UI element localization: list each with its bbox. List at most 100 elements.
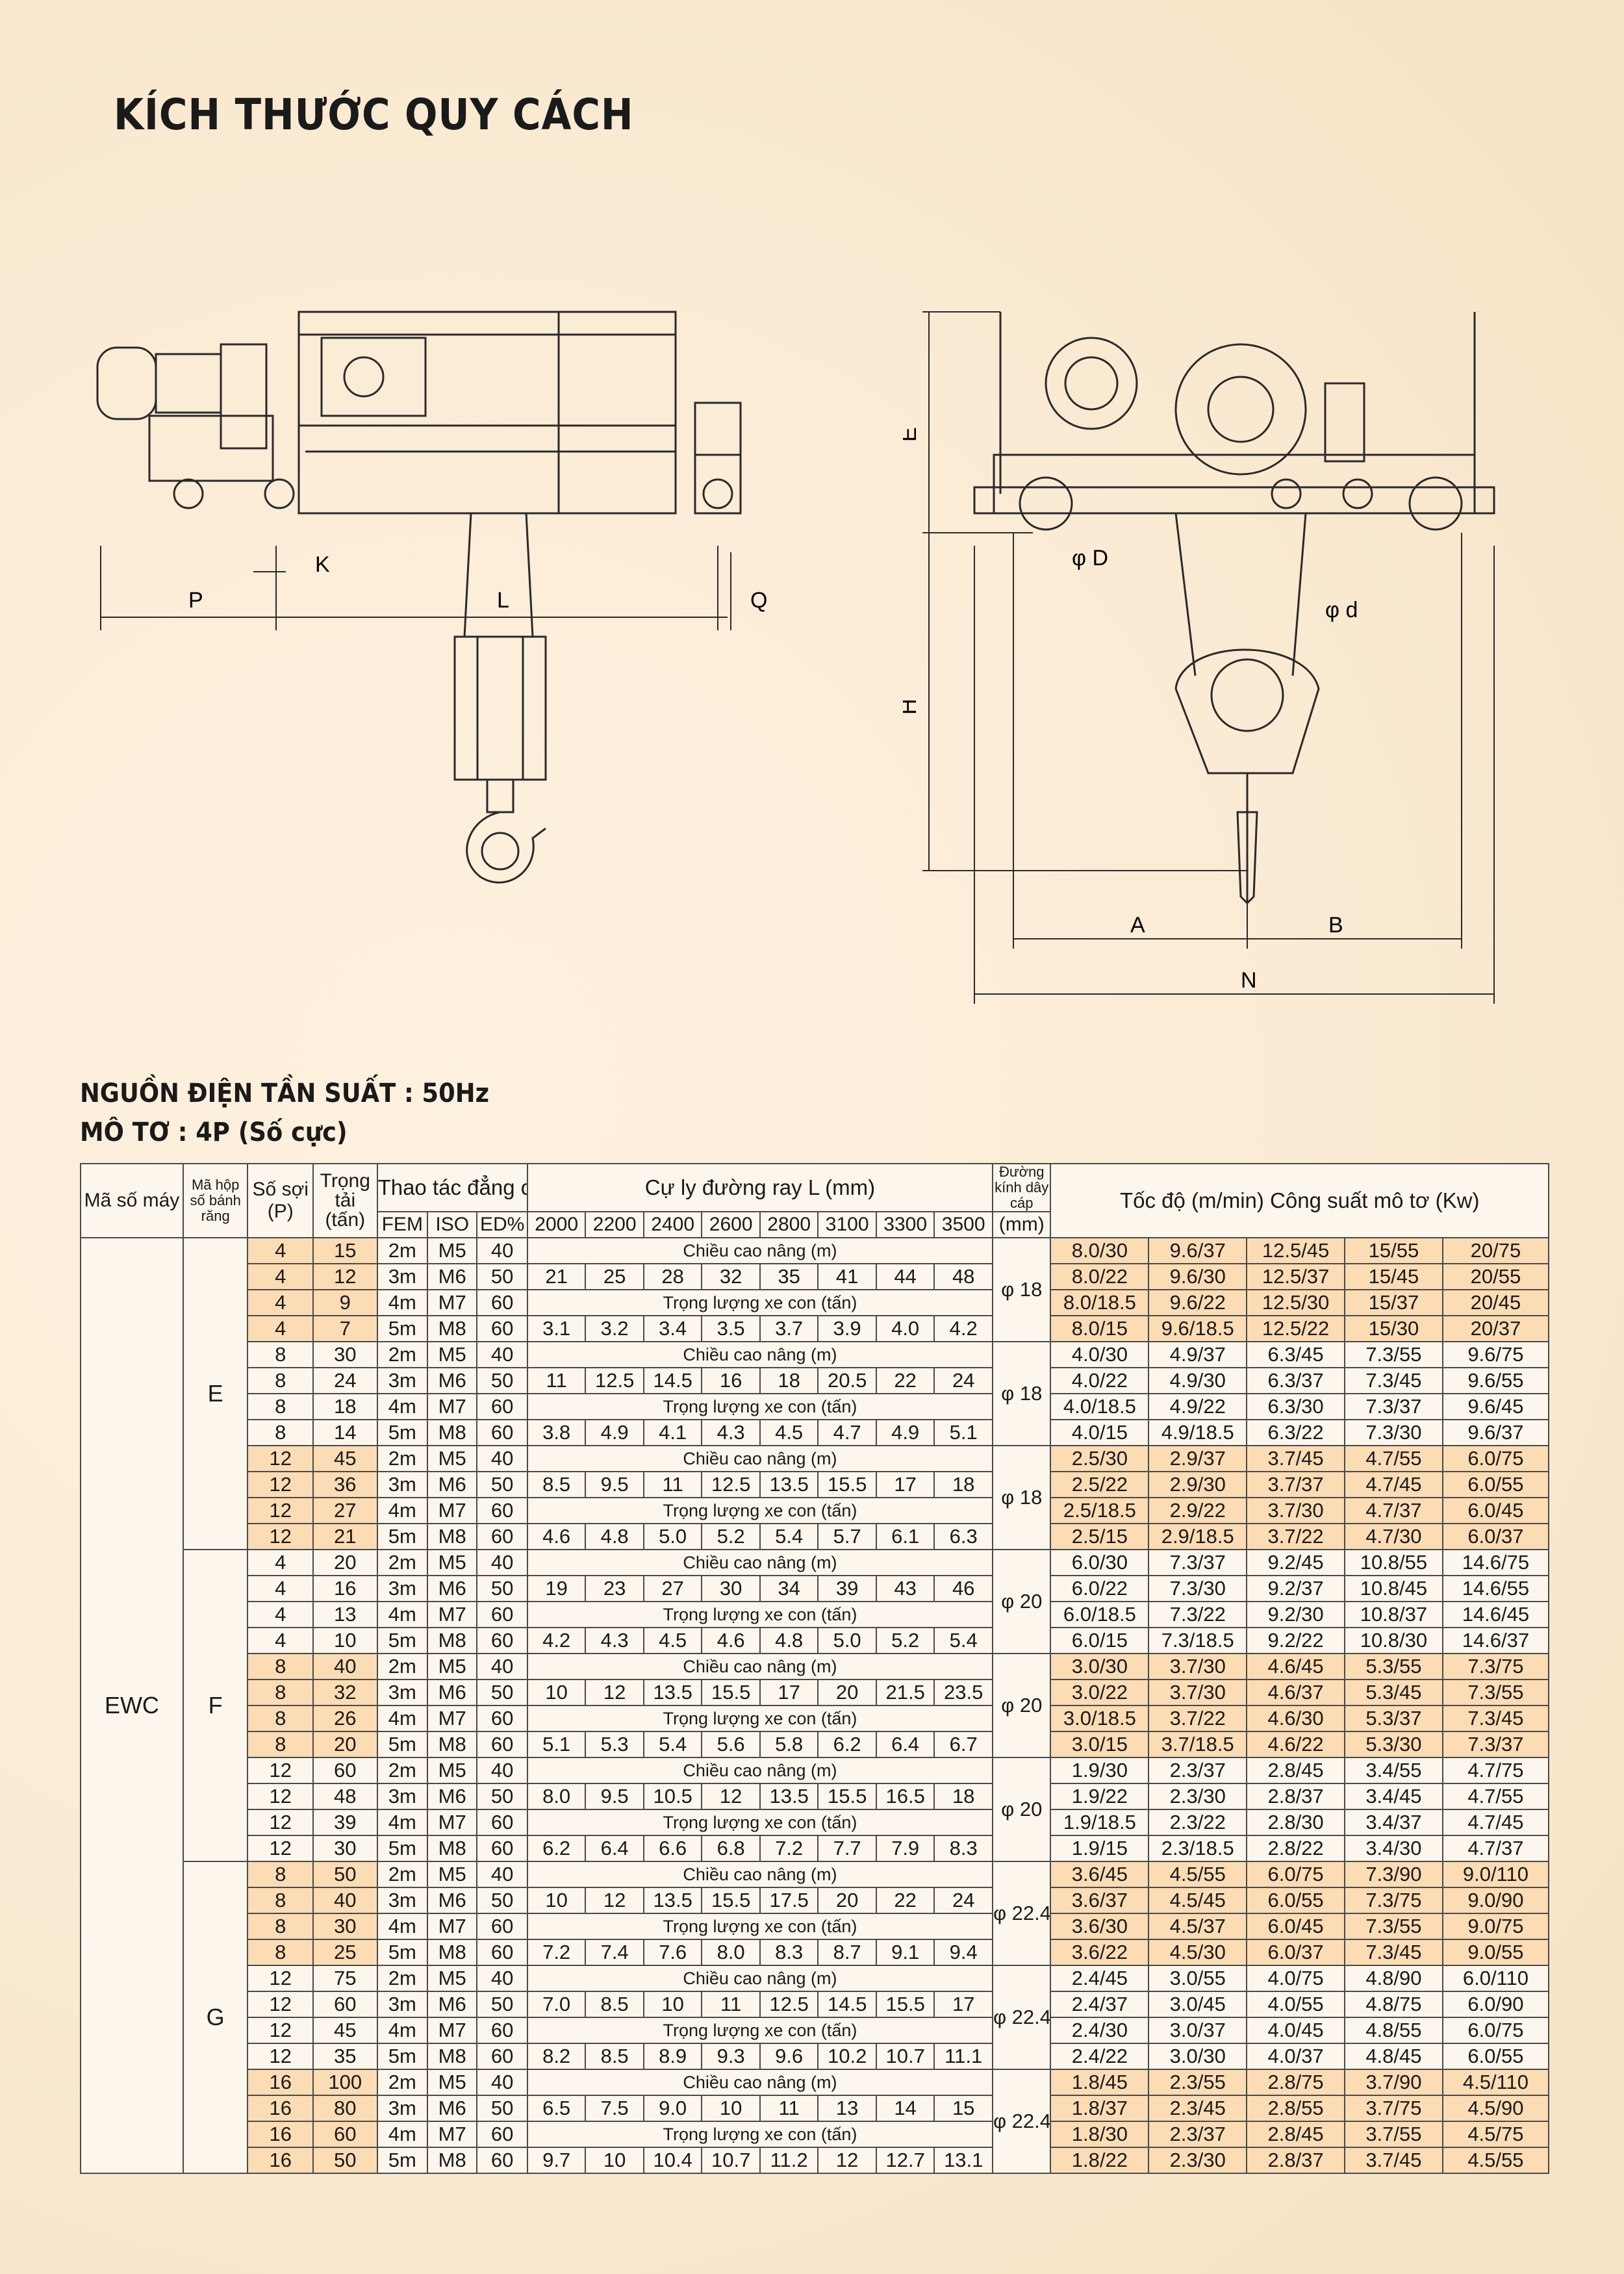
rope-count: 4 bbox=[247, 1315, 314, 1342]
load-capacity: 45 bbox=[312, 2017, 378, 2044]
fem-grade: 5m bbox=[376, 1835, 429, 1862]
lift-height-value: 24 bbox=[933, 1367, 993, 1394]
lift-height-value: 9.5 bbox=[585, 1471, 644, 1498]
trolley-weight-value: 4.5 bbox=[642, 1627, 703, 1654]
trolley-weight-value: 7.6 bbox=[642, 1939, 703, 1966]
trolley-weight-value: 6.3 bbox=[933, 1523, 993, 1550]
speed-power-value: 10.8/55 bbox=[1344, 1549, 1443, 1576]
speed-power-value: 4.9/22 bbox=[1148, 1393, 1248, 1420]
iso-grade: M8 bbox=[426, 1627, 478, 1654]
speed-power-value: 1.9/18.5 bbox=[1050, 1809, 1150, 1836]
speed-power-value: 3.6/45 bbox=[1050, 1861, 1150, 1888]
lift-height-value: 25 bbox=[585, 1263, 644, 1290]
fem-grade: 3m bbox=[376, 2095, 429, 2122]
header-iso: ISO bbox=[426, 1211, 478, 1238]
load-capacity: 25 bbox=[312, 1939, 378, 1966]
speed-power-value: 7.3/55 bbox=[1344, 1913, 1443, 1940]
speed-power-value: 4.0/18.5 bbox=[1050, 1393, 1150, 1420]
lift-height-value: 46 bbox=[933, 1575, 993, 1602]
load-capacity: 9 bbox=[312, 1289, 378, 1316]
ed-percent: 60 bbox=[476, 1601, 528, 1628]
lift-height-value: 12.5 bbox=[701, 1471, 761, 1498]
lift-height-value: 18 bbox=[933, 1471, 993, 1498]
speed-power-value: 4.7/37 bbox=[1344, 1497, 1443, 1524]
speed-power-value: 20/75 bbox=[1441, 1237, 1550, 1264]
speed-power-value: 12.5/45 bbox=[1246, 1237, 1345, 1264]
speed-power-value: 6.0/15 bbox=[1050, 1627, 1150, 1654]
rope-count: 12 bbox=[247, 2017, 314, 2044]
trolley-weight-value: 6.8 bbox=[701, 1835, 761, 1862]
speed-power-value: 7.3/22 bbox=[1148, 1601, 1248, 1628]
speed-power-value: 2.5/15 bbox=[1050, 1523, 1150, 1550]
speed-power-value: 4.7/30 bbox=[1344, 1523, 1443, 1550]
trolley-weight-note: Trọng lượng xe con (tấn) bbox=[526, 1289, 993, 1316]
iso-grade: M6 bbox=[426, 2095, 478, 2122]
ed-percent: 40 bbox=[476, 1549, 528, 1576]
speed-power-value: 7.3/18.5 bbox=[1148, 1627, 1248, 1654]
load-capacity: 15 bbox=[312, 1237, 378, 1264]
iso-grade: M8 bbox=[426, 2043, 478, 2070]
lift-height-value: 11 bbox=[759, 2095, 819, 2122]
speed-power-value: 2.3/18.5 bbox=[1148, 1835, 1248, 1862]
lift-height-value: 35 bbox=[759, 1263, 819, 1290]
speed-power-value: 4.7/55 bbox=[1441, 1783, 1550, 1810]
trolley-weight-value: 3.5 bbox=[701, 1315, 761, 1342]
fem-grade: 3m bbox=[376, 1887, 429, 1914]
trolley-weight-value: 5.8 bbox=[759, 1731, 819, 1758]
speed-power-value: 3.7/22 bbox=[1246, 1523, 1345, 1550]
speed-power-value: 3.6/22 bbox=[1050, 1939, 1150, 1966]
load-capacity: 40 bbox=[312, 1887, 378, 1914]
rope-count: 8 bbox=[247, 1393, 314, 1420]
load-capacity: 32 bbox=[312, 1679, 378, 1706]
speed-power-value: 1.8/22 bbox=[1050, 2147, 1150, 2174]
load-capacity: 13 bbox=[312, 1601, 378, 1628]
ed-percent: 50 bbox=[476, 1991, 528, 2018]
rope-count: 12 bbox=[247, 1809, 314, 1836]
speed-power-value: 3.0/22 bbox=[1050, 1679, 1150, 1706]
speed-power-value: 8.0/18.5 bbox=[1050, 1289, 1150, 1316]
lift-height-note: Chiều cao nâng (m) bbox=[526, 1445, 993, 1472]
rope-count: 4 bbox=[247, 1575, 314, 1602]
load-capacity: 40 bbox=[312, 1653, 378, 1680]
lift-height-value: 9.5 bbox=[585, 1783, 644, 1810]
ed-percent: 50 bbox=[476, 1887, 528, 1914]
load-capacity: 30 bbox=[312, 1341, 378, 1368]
speed-power-value: 4.7/75 bbox=[1441, 1757, 1550, 1784]
lift-height-note: Chiều cao nâng (m) bbox=[526, 1861, 993, 1888]
speed-power-value: 4.9/18.5 bbox=[1148, 1419, 1248, 1446]
dim-label-b: B bbox=[1328, 913, 1343, 938]
speed-power-value: 4.6/22 bbox=[1246, 1731, 1345, 1758]
lift-height-value: 8.0 bbox=[526, 1783, 587, 1810]
iso-grade: M7 bbox=[426, 1913, 478, 1940]
speed-power-value: 9.0/55 bbox=[1441, 1939, 1550, 1966]
trolley-weight-value: 11.1 bbox=[933, 2043, 993, 2070]
speed-power-value: 3.0/18.5 bbox=[1050, 1705, 1150, 1732]
speed-power-value: 2.8/45 bbox=[1246, 1757, 1345, 1784]
trolley-weight-value: 12.7 bbox=[875, 2147, 935, 2174]
rope-diameter: φ 22.4 bbox=[991, 1965, 1052, 2070]
trolley-weight-value: 4.9 bbox=[875, 1419, 935, 1446]
speed-power-value: 4.5/75 bbox=[1441, 2121, 1550, 2148]
iso-grade: M6 bbox=[426, 1991, 478, 2018]
iso-grade: M7 bbox=[426, 1289, 478, 1316]
fem-grade: 5m bbox=[376, 2147, 429, 2174]
lift-height-value: 8.5 bbox=[526, 1471, 587, 1498]
lift-height-value: 11 bbox=[701, 1991, 761, 2018]
lift-height-value: 12 bbox=[585, 1887, 644, 1914]
ed-percent: 50 bbox=[476, 1471, 528, 1498]
trolley-weight-value: 12 bbox=[817, 2147, 877, 2174]
ed-percent: 40 bbox=[476, 1965, 528, 1992]
speed-power-value: 4.6/30 bbox=[1246, 1705, 1345, 1732]
load-capacity: 14 bbox=[312, 1419, 378, 1446]
lift-height-value: 14 bbox=[875, 2095, 935, 2122]
dim-label-n: N bbox=[1241, 968, 1257, 993]
trolley-weight-value: 10.7 bbox=[701, 2147, 761, 2174]
speed-power-value: 7.3/37 bbox=[1148, 1549, 1248, 1576]
